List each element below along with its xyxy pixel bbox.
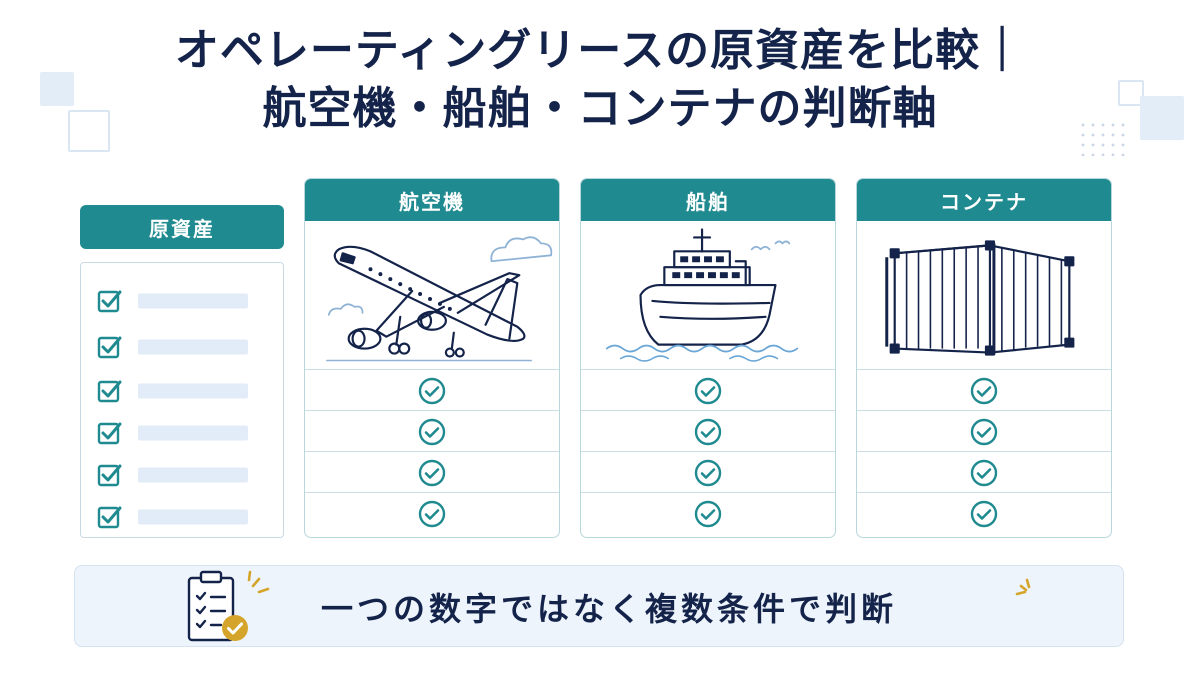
decor-square <box>1118 80 1144 106</box>
check-cell <box>305 369 559 411</box>
clipboard-check-icon <box>187 570 270 642</box>
attribute-row <box>81 497 283 537</box>
checkbox-checked-icon <box>97 422 122 445</box>
checkbox-checked-icon <box>97 290 122 313</box>
check-cell <box>857 410 1111 452</box>
check-circle-icon <box>970 500 998 527</box>
attribute-placeholder-bar <box>138 383 248 399</box>
check-cell <box>857 492 1111 534</box>
asset-card-ship: 船舶 <box>580 178 836 538</box>
attribute-row <box>81 413 283 453</box>
check-cell <box>581 369 835 411</box>
decor-dots <box>1078 120 1130 156</box>
attributes-list <box>80 262 284 538</box>
attribute-placeholder-bar <box>138 425 248 441</box>
checkbox-checked-icon <box>97 506 122 529</box>
airplane-icon <box>326 236 553 362</box>
attribute-placeholder-bar <box>138 467 248 483</box>
asset-card-container: コンテナ <box>856 178 1112 538</box>
decor-square <box>68 110 110 152</box>
conclusion-text: 一つの数字ではなく複数条件で判断 <box>321 590 898 628</box>
checkbox-checked-icon <box>97 380 122 403</box>
check-circle-icon <box>694 459 722 486</box>
decor-square <box>40 72 74 106</box>
attribute-row <box>81 327 283 367</box>
check-circle-icon <box>694 500 722 527</box>
attribute-placeholder-bar <box>138 339 248 355</box>
check-cell <box>305 451 559 493</box>
page-title: オペレーティングリースの原資産を比較｜ 航空機・船舶・コンテナの判断軸 <box>60 22 1140 138</box>
asset-card-title: 航空機 <box>305 179 559 221</box>
check-cell <box>581 410 835 452</box>
attributes-header: 原資産 <box>80 205 284 249</box>
asset-card-aircraft: 航空機 <box>304 178 560 538</box>
check-circle-icon <box>418 459 446 486</box>
decor-square <box>1140 96 1184 140</box>
check-cell <box>581 492 835 534</box>
check-circle-icon <box>970 377 998 404</box>
title-line-1: オペレーティングリースの原資産を比較｜ <box>174 25 1026 76</box>
attribute-row <box>81 455 283 495</box>
check-cell <box>857 369 1111 411</box>
container-icon <box>885 240 1075 356</box>
check-circle-icon <box>970 459 998 486</box>
attribute-placeholder-bar <box>138 509 248 525</box>
check-circle-icon <box>418 418 446 445</box>
check-circle-icon <box>418 500 446 527</box>
asset-card-title: コンテナ <box>857 179 1111 221</box>
asset-card-title: 船舶 <box>581 179 835 221</box>
check-cell <box>305 410 559 452</box>
attribute-row <box>81 371 283 411</box>
check-circle-icon <box>694 418 722 445</box>
ship-icon <box>605 228 799 362</box>
checkbox-checked-icon <box>97 464 122 487</box>
check-circle-icon <box>970 418 998 445</box>
check-cell <box>305 492 559 534</box>
check-cell <box>581 451 835 493</box>
check-circle-icon <box>418 377 446 404</box>
attribute-row <box>81 281 283 321</box>
conclusion-banner: 一つの数字ではなく複数条件で判断 <box>74 565 1124 647</box>
check-cell <box>857 451 1111 493</box>
check-circle-icon <box>694 377 722 404</box>
checkbox-checked-icon <box>97 336 122 359</box>
accent-sparkle-icon <box>1015 578 1031 596</box>
title-line-2: 航空機・船舶・コンテナの判断軸 <box>262 83 938 134</box>
attribute-placeholder-bar <box>138 293 248 309</box>
